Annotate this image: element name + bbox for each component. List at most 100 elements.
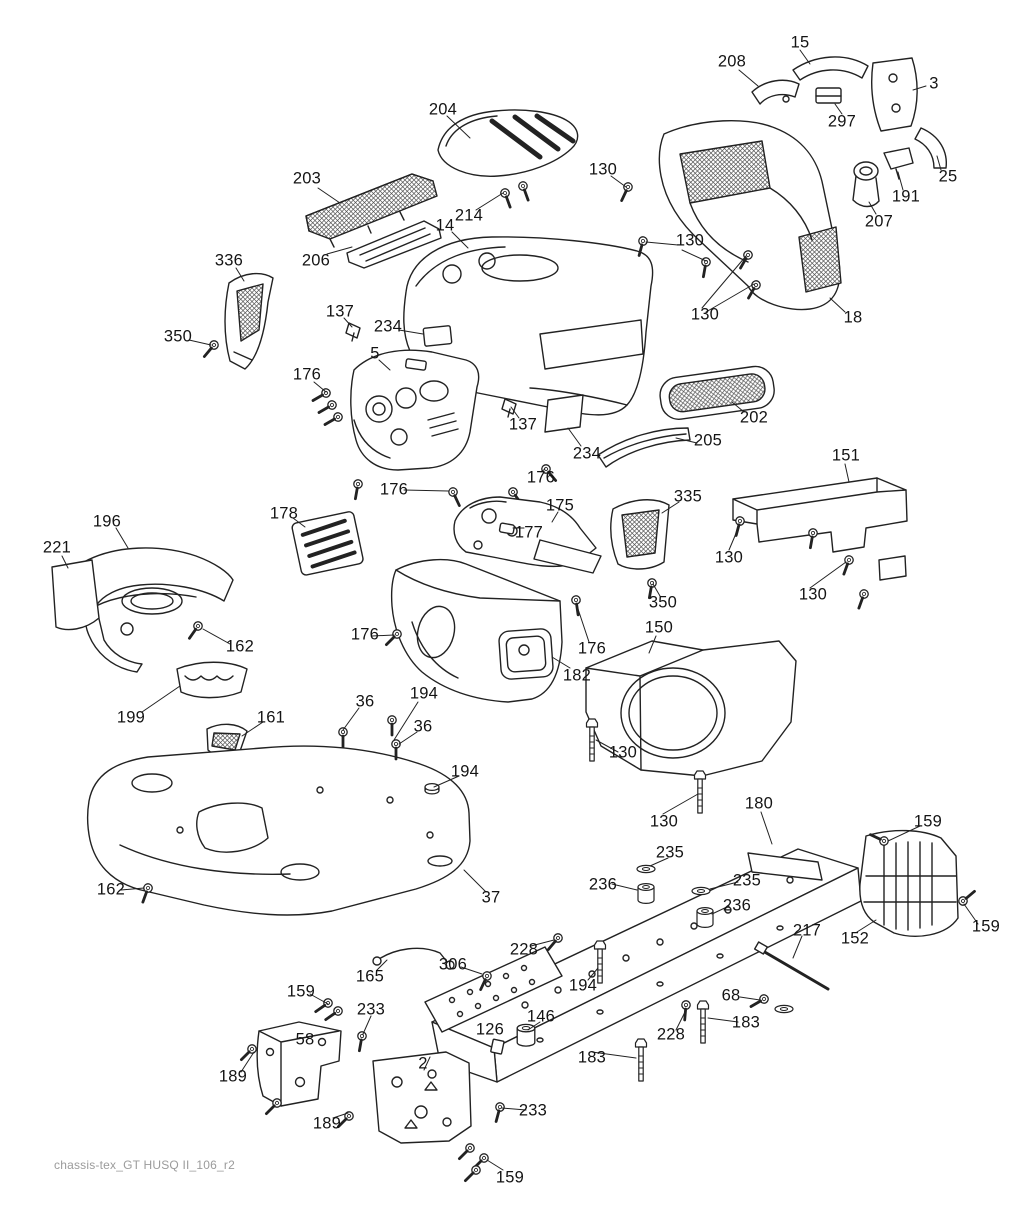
part-callout-68-67: 68 (721, 986, 741, 1005)
part-bolt-217 (753, 941, 830, 991)
part-callout-189-76: 189 (218, 1067, 248, 1086)
part-side-panel-18 (658, 120, 842, 311)
part-callout-202-22: 202 (739, 408, 769, 427)
part-callout-176-39: 176 (350, 625, 380, 644)
part-trim-25 (914, 127, 947, 169)
part-pad-221 (51, 559, 100, 631)
part-callout-236-58: 236 (722, 896, 752, 915)
part-bracket-2 (372, 1051, 472, 1144)
part-screw-189-a (237, 1041, 260, 1064)
part-callout-130-35: 130 (714, 548, 744, 567)
part-callout-234-25: 234 (572, 444, 602, 463)
part-fender-196 (81, 547, 234, 673)
part-callout-233-68: 233 (356, 1000, 386, 1019)
part-callout-126-71: 126 (475, 1020, 505, 1039)
part-grommet-207 (852, 161, 880, 208)
part-callout-137-15: 137 (325, 302, 355, 321)
part-callout-176-21: 176 (292, 365, 322, 384)
part-callout-150-38: 150 (644, 618, 674, 637)
part-callout-221-34: 221 (42, 538, 72, 557)
part-callout-130-36: 130 (798, 585, 828, 604)
part-callout-146-69: 146 (526, 1007, 556, 1026)
part-hood-vent-204 (437, 109, 579, 177)
part-dash-5 (350, 349, 480, 471)
part-callout-165-64: 165 (355, 967, 385, 986)
part-plate-234-b (544, 394, 584, 433)
part-clip-177 (498, 522, 515, 535)
part-callout-203-7: 203 (292, 169, 322, 188)
part-screws-159-d (455, 1140, 492, 1185)
part-callout-37-57: 37 (481, 888, 501, 907)
part-panel-336 (224, 272, 274, 370)
part-callout-3-2: 3 (929, 74, 939, 93)
part-callout-235-53: 235 (655, 843, 685, 862)
part-callout-130-5: 130 (588, 160, 618, 179)
part-callout-180-50: 180 (744, 794, 774, 813)
part-clip-137-b (501, 398, 517, 418)
part-callout-236-55: 236 (588, 875, 618, 894)
part-callout-137-23: 137 (508, 415, 538, 434)
part-trim-208 (751, 79, 800, 105)
part-grille-202 (659, 365, 775, 420)
part-callout-204-3: 204 (428, 100, 458, 119)
part-callout-228-72: 228 (656, 1025, 686, 1044)
part-bracket-151 (730, 477, 908, 611)
leader-lines (61, 49, 979, 1171)
part-callout-196-32: 196 (92, 512, 122, 531)
part-callout-177-33: 177 (514, 523, 544, 542)
part-callout-36-44: 36 (355, 692, 375, 711)
part-callout-18-17: 18 (843, 308, 863, 327)
part-screw-68 (747, 991, 794, 1014)
part-pedestal-182 (390, 558, 563, 703)
part-callout-350-19: 350 (163, 327, 193, 346)
part-clip-297 (815, 87, 842, 104)
part-callout-175-30: 175 (545, 496, 575, 515)
part-callout-194-49: 194 (450, 762, 480, 781)
part-screw-233-a (353, 1029, 369, 1053)
part-bolt-183-a (696, 1000, 710, 1044)
part-callout-183-70: 183 (731, 1013, 761, 1032)
part-callout-205-24: 205 (693, 431, 723, 450)
part-callout-36-47: 36 (413, 717, 433, 736)
part-key-126 (490, 1038, 505, 1055)
part-callout-182-42: 182 (562, 666, 592, 685)
part-callout-217-60: 217 (792, 921, 822, 940)
part-callout-130-12: 130 (675, 231, 705, 250)
part-callout-194-43: 194 (409, 684, 439, 703)
part-callout-176-27: 176 (526, 468, 556, 487)
part-callout-306-63: 306 (438, 955, 468, 974)
part-screw-159-b (955, 886, 979, 909)
part-callout-2-75: 2 (418, 1054, 428, 1073)
part-frame-front-plate (424, 946, 563, 1033)
part-bolt-183-b (634, 1038, 648, 1082)
part-vent-206 (346, 220, 442, 269)
part-callout-159-59: 159 (971, 917, 1001, 936)
part-clip-137-a (345, 322, 361, 342)
part-callout-194-65: 194 (568, 976, 598, 995)
part-callout-5-20: 5 (370, 344, 380, 363)
part-plate-234-a (422, 325, 453, 347)
part-trim-199 (176, 661, 248, 699)
part-callout-228-62: 228 (509, 940, 539, 959)
part-screw-233-b (490, 1100, 507, 1124)
part-callout-297-4: 297 (827, 112, 857, 131)
part-screw-228-a (543, 930, 566, 954)
document-id: chassis-tex_GT HUSQ II_106_r2 (54, 1158, 235, 1172)
part-callout-176-28: 176 (379, 480, 409, 499)
part-vent-178 (291, 511, 364, 576)
part-callout-151-26: 151 (831, 446, 861, 465)
part-callout-350-37: 350 (648, 593, 678, 612)
part-screw-162-a (184, 618, 206, 643)
part-plate-150 (585, 640, 797, 777)
part-frame-rail-180 (431, 848, 862, 1083)
part-callout-130-48: 130 (608, 743, 638, 762)
part-callout-161-46: 161 (256, 708, 286, 727)
part-footrest-37 (86, 745, 471, 916)
part-screws-159-c (311, 995, 346, 1025)
part-drawbar-152 (859, 829, 959, 937)
part-grille-strip-203 (305, 173, 438, 248)
part-callout-214-9: 214 (454, 206, 484, 225)
part-screw-176-pedestal-b (569, 593, 584, 617)
